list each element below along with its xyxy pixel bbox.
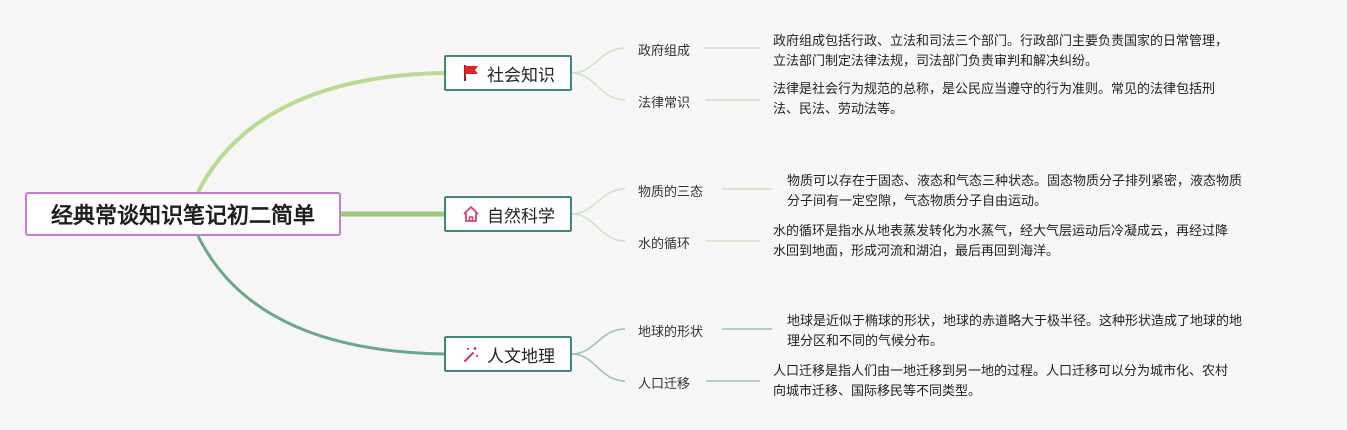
subtopic-migration[interactable]: 人口迁移 xyxy=(638,377,691,392)
subtopic-states-of-matter-note: 物质可以存在于固态、液态和气态三种状态。固态物质分子排列紧密，液态物质 分子间有… xyxy=(787,174,1243,209)
branch-natural-science[interactable]: 自然科学 xyxy=(444,196,572,232)
subtopic-migration-note: 人口迁移是指人们由一地迁移到另一地的过程。人口迁移可以分为城市化、农村 向城市迁… xyxy=(773,364,1229,399)
connector-social-law xyxy=(571,72,626,101)
subtopic-water-cycle-note: 水的循环是指水从地表蒸发转化为水蒸气，经大气层运动后冷凝成云，再经过降 水回到地… xyxy=(773,224,1229,259)
flag-icon xyxy=(461,63,481,83)
connector-science-water xyxy=(571,213,626,242)
root-topic[interactable]: 经典常谈知识笔记初二简单 xyxy=(25,192,341,236)
branch-human-geography[interactable]: 人文地理 xyxy=(444,336,572,372)
subtopic-government-note: 政府组成包括行政、立法和司法三个部门。行政部门主要负责国家的日常管理， 立法部门… xyxy=(773,34,1229,69)
subtopic-earth-shape-note: 地球是近似于椭球的形状，地球的赤道略大于极半径。这种形状造成了地球的地 理分区和… xyxy=(787,314,1243,349)
connector-root-social xyxy=(196,71,445,193)
branch-title: 社会知识 xyxy=(487,65,555,86)
subtopic-law-note: 法律是社会行为规范的总称，是公民应当遵守的行为准则。常见的法律包括刑 法、民法、… xyxy=(773,82,1216,117)
subtopic-earth-shape[interactable]: 地球的形状 xyxy=(638,325,704,340)
connector-root-geo xyxy=(196,235,445,356)
subtopic-water-cycle[interactable]: 水的循环 xyxy=(638,237,691,252)
magic-wand-icon xyxy=(461,344,481,364)
subtopic-states-of-matter[interactable]: 物质的三态 xyxy=(638,185,704,200)
branch-title: 自然科学 xyxy=(487,206,555,227)
branch-title: 人文地理 xyxy=(487,346,555,367)
connector-science-states xyxy=(571,188,626,215)
branch-social-knowledge[interactable]: 社会知识 xyxy=(444,55,572,91)
subtopic-law[interactable]: 法律常识 xyxy=(638,96,691,111)
subtopic-government[interactable]: 政府组成 xyxy=(638,44,691,59)
connector-geo-migration xyxy=(571,353,626,382)
root-topic-title: 经典常谈知识笔记初二简单 xyxy=(50,204,315,229)
connector-social-gov xyxy=(571,47,626,74)
connector-geo-shape xyxy=(571,328,626,355)
home-icon xyxy=(461,204,481,224)
